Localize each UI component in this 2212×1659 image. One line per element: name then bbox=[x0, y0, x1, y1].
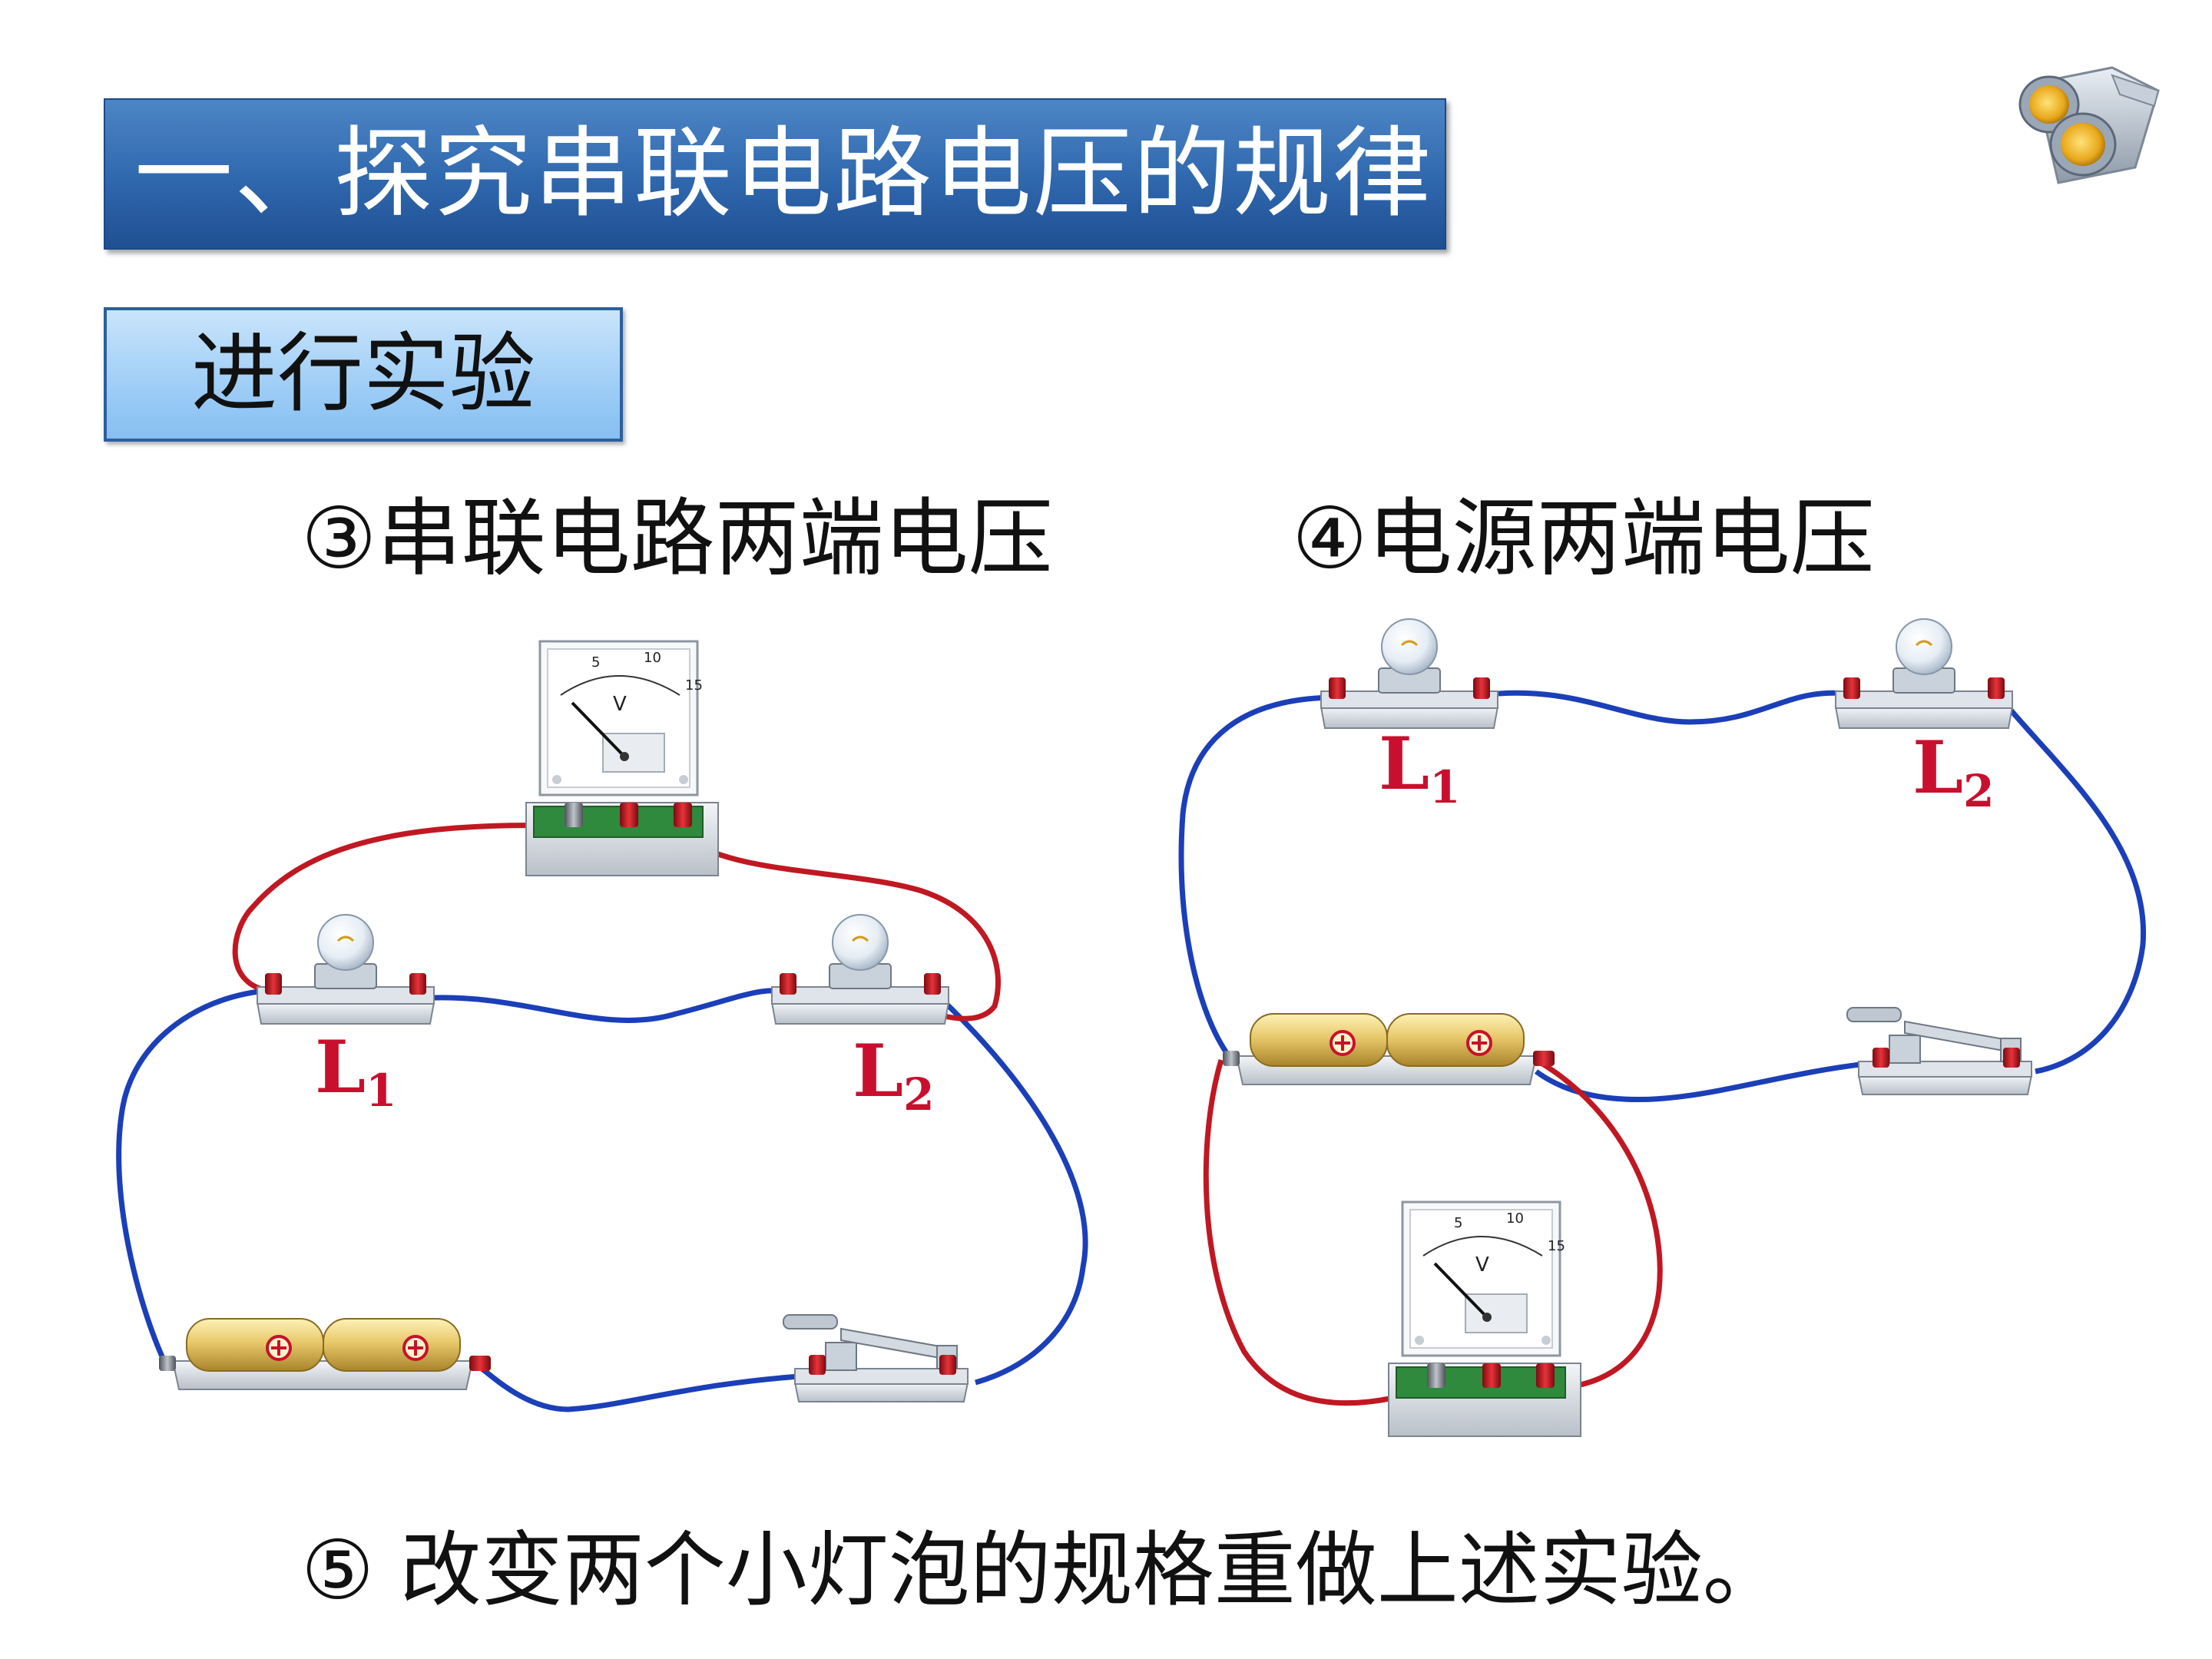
left-meter-unit: V bbox=[613, 693, 627, 716]
right-meter-scale-15: 15 bbox=[1548, 1238, 1565, 1254]
left-circuit bbox=[116, 640, 1088, 1412]
left-bulb-l1 bbox=[256, 913, 435, 1025]
wire-right-red-2 bbox=[1535, 1057, 1663, 1392]
page-title: 一、探究串联电路电压的规律 bbox=[134, 117, 1433, 231]
left-label-l1: L1 bbox=[315, 1025, 397, 1117]
right-voltmeter bbox=[1387, 1200, 1582, 1438]
left-bulb-l2 bbox=[770, 913, 950, 1025]
right-circuit-heading: ④电源两端电压 bbox=[1292, 489, 1875, 588]
left-meter-scale-5: 5 bbox=[591, 654, 600, 671]
right-bulb-l2 bbox=[1834, 618, 2014, 730]
right-label-l1: L1 bbox=[1379, 722, 1461, 813]
right-meter-scale-5: 5 bbox=[1454, 1215, 1462, 1231]
title-banner: 一、探究串联电路电压的规律 bbox=[104, 98, 1446, 250]
wire-right-l2-switch bbox=[2002, 700, 2147, 1075]
left-voltmeter bbox=[525, 640, 720, 877]
right-switch bbox=[1846, 1007, 2032, 1095]
binoculars-icon bbox=[2018, 66, 2160, 184]
left-battery bbox=[157, 1317, 492, 1391]
subtitle-text: 进行实验 bbox=[191, 324, 535, 424]
right-meter-scale-10: 10 bbox=[1506, 1210, 1524, 1227]
wire-left-red-2 bbox=[674, 826, 1002, 1022]
wire-right-battery-l1 bbox=[1178, 694, 1333, 1058]
left-circuit-heading: ③串联电路两端电压 bbox=[301, 489, 1053, 588]
right-meter-unit: V bbox=[1475, 1253, 1489, 1277]
left-label-l2: L2 bbox=[853, 1029, 935, 1121]
left-switch bbox=[783, 1314, 969, 1402]
subtitle-box: 进行实验 bbox=[104, 307, 623, 442]
wire-left-red-1 bbox=[232, 823, 569, 994]
right-circuit bbox=[1178, 618, 2147, 1438]
wire-right-l1-l2 bbox=[1482, 690, 1859, 725]
wire-right-red-1 bbox=[1203, 1058, 1430, 1406]
left-meter-scale-10: 10 bbox=[644, 650, 661, 666]
wire-left-switch-battery bbox=[478, 1365, 823, 1412]
wire-right-switch-battery bbox=[1534, 1061, 1867, 1103]
wire-left-l2-switch bbox=[939, 996, 1088, 1386]
wire-left-l1-l2 bbox=[418, 988, 793, 1023]
bottom-instruction: ⑤ 改变两个小灯泡的规格重做上述实验。 bbox=[301, 1523, 1784, 1618]
right-bulb-l1 bbox=[1320, 618, 1499, 730]
right-label-l2: L2 bbox=[1912, 726, 1995, 817]
right-battery bbox=[1221, 1012, 1556, 1086]
left-meter-scale-15: 15 bbox=[685, 677, 703, 694]
wire-left-battery-l1 bbox=[116, 988, 266, 1365]
